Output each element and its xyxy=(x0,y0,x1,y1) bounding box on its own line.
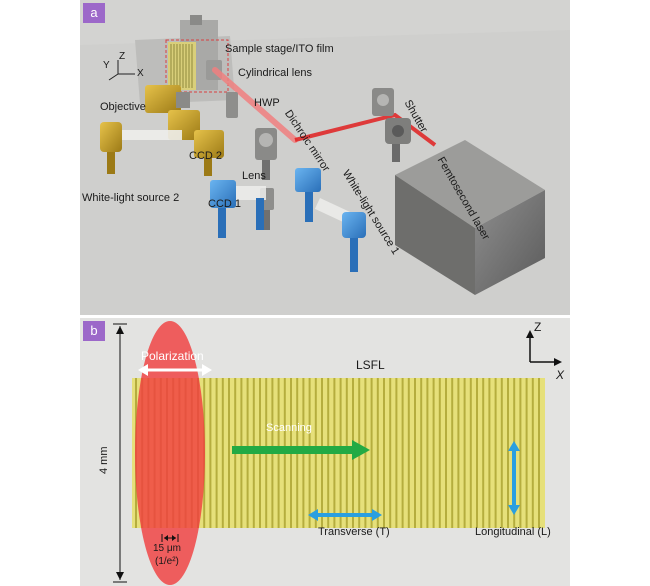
axis-z-label-b: Z xyxy=(534,320,542,334)
longitudinal-arrow xyxy=(508,441,520,515)
sample-highlight-box xyxy=(165,39,229,93)
panel-a-tag: a xyxy=(83,3,105,23)
width-dimension xyxy=(161,534,179,542)
ccd-2-label: CCD 2 xyxy=(189,150,223,162)
polarization-label: Polarization xyxy=(141,349,204,363)
xyz-axes xyxy=(108,60,135,81)
height-dimension xyxy=(113,323,127,583)
scanning-label: Scanning xyxy=(266,422,312,434)
lens-label: Lens xyxy=(242,170,266,182)
width-label: 15 μm xyxy=(153,543,181,554)
schematic-illustration xyxy=(113,321,562,585)
longitudinal-label: Longitudinal (L) xyxy=(475,526,551,538)
height-label: 4 mm xyxy=(98,446,110,475)
ccd-1-label: CCD 1 xyxy=(208,198,242,210)
hwp-label: HWP xyxy=(254,97,280,109)
transverse-arrow xyxy=(308,509,382,521)
white-light-source-1 xyxy=(295,168,366,272)
objective-label: Objective xyxy=(100,101,146,113)
dichroic-mirror xyxy=(255,128,277,180)
cylindrical-lens-label: Cylindrical lens xyxy=(238,67,312,79)
hwp-mount xyxy=(226,92,238,118)
ccd-1 xyxy=(210,180,266,238)
laser-beam xyxy=(212,67,437,147)
sample-stage-label: Sample stage/ITO film xyxy=(225,43,334,55)
transverse-label: Transverse (T) xyxy=(318,526,390,538)
scanning-arrow xyxy=(232,440,370,460)
zx-axes xyxy=(526,330,562,366)
white-light-source-2-label: White-light source 2 xyxy=(82,192,180,204)
axis-x-label-b: X xyxy=(556,368,565,382)
ito-film xyxy=(168,42,196,90)
width-note-label: (1/e²) xyxy=(155,556,179,567)
setup-illustration xyxy=(80,15,570,315)
shutter xyxy=(385,118,411,162)
turning-mirror xyxy=(372,88,394,116)
panel-a-setup: a Z Y X Sample stage/ITO film Cylindrica… xyxy=(80,0,570,315)
panel-b-tag: b xyxy=(83,321,105,341)
axis-y-label: Y xyxy=(103,60,110,71)
axis-z-label: Z xyxy=(119,51,126,62)
polarization-arrow xyxy=(138,364,212,376)
laser-spot xyxy=(135,321,205,585)
white-light-source-2 xyxy=(100,122,182,174)
axis-x-label: X xyxy=(137,68,144,79)
panel-b-schematic: b Z X Polarization LSFL Scanning Transve… xyxy=(80,318,570,586)
objective xyxy=(145,85,190,113)
femtosecond-laser xyxy=(395,140,545,295)
lsfl-label: LSFL xyxy=(356,358,385,372)
